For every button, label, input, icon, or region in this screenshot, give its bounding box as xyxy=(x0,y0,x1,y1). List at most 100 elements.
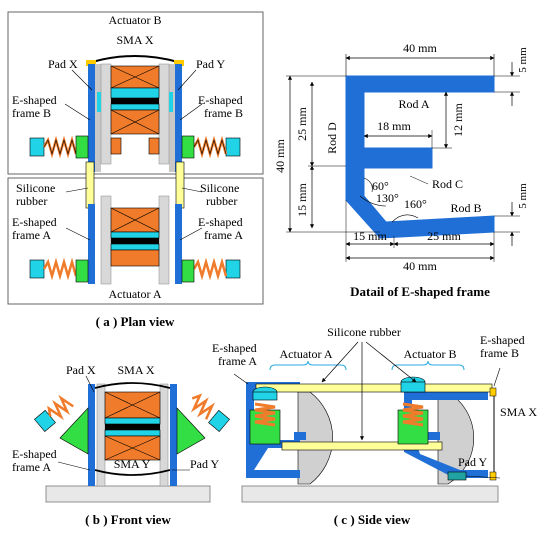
spring-a-left xyxy=(42,257,78,281)
label-silicone-right-2: rubber xyxy=(206,194,237,208)
frame-b-right-inner xyxy=(169,64,175,172)
label-frame-a-left-1: E-shaped xyxy=(12,215,57,229)
label-silicone-left-2: rubber xyxy=(16,194,47,208)
side-frame-a xyxy=(246,382,300,478)
frame-b-left-inner xyxy=(95,64,101,172)
side-sma-x-top xyxy=(489,387,497,397)
magnet-a xyxy=(111,238,159,244)
pad-y-marker xyxy=(169,92,173,112)
angle-160: 160° xyxy=(404,197,427,211)
side-label-frame-a-1: E-shaped xyxy=(212,341,257,355)
plate-b-left xyxy=(100,63,112,165)
front-label-frame-a-1: E-shaped xyxy=(12,447,57,461)
caption-detail: Datail of E-shaped frame xyxy=(350,284,490,299)
pad-y xyxy=(174,60,184,66)
pad-a-cyan-2 xyxy=(110,243,160,251)
dim-25-bottom: 25 mm xyxy=(427,229,461,243)
label-pad-x: Pad X xyxy=(48,57,78,71)
front-magnet xyxy=(105,424,160,430)
pad-b-cyan-2 xyxy=(110,103,160,111)
coil-b-small-right xyxy=(148,137,160,155)
pad-b-cyan xyxy=(110,87,160,99)
side-label-silicone: Silicone rubber xyxy=(327,325,401,339)
dim-15-left: 15 mm xyxy=(295,183,309,217)
front-green-right xyxy=(176,407,206,455)
spring-a-right xyxy=(192,257,228,281)
dim-40-bottom: 40 mm xyxy=(403,259,437,273)
front-label-pad-x: Pad X xyxy=(66,363,96,377)
spring-cap-b-left xyxy=(29,137,45,157)
side-frame-b xyxy=(404,392,488,478)
label-rod-a: Rod A xyxy=(398,97,429,111)
dim-40-left: 40 mm xyxy=(273,139,287,173)
e-frame-detail: 40 mm 5 mm Rod A Rod D 25 mm 40 mm 18 mm… xyxy=(273,41,529,299)
spring-block-b-right xyxy=(181,135,195,159)
label-rod-d: Rod D xyxy=(325,122,339,154)
front-base xyxy=(45,485,211,503)
side-label-frame-b-2: frame B xyxy=(480,346,519,360)
front-green-left xyxy=(59,407,89,455)
sma-x-wire xyxy=(91,55,179,63)
front-spring-cap-right xyxy=(208,409,230,432)
silicone-rubber-left xyxy=(85,161,95,209)
actuator-a-assembly xyxy=(29,195,241,285)
label-frame-b-right-2: frame B xyxy=(204,106,243,120)
coil-b-small-left xyxy=(110,137,122,155)
dim-15-bottom: 15 mm xyxy=(353,229,387,243)
side-disc-a xyxy=(297,391,333,485)
caption-side-view: ( c ) Side view xyxy=(334,512,411,527)
dim-25: 25 mm xyxy=(295,107,309,141)
front-sma-x xyxy=(94,382,171,389)
label-actuator-b: Actuator B xyxy=(109,13,162,27)
front-spring-left xyxy=(47,394,74,421)
front-label-pad-y: Pad Y xyxy=(190,457,220,471)
side-view: Silicone rubber E-shaped frame A Actuato… xyxy=(212,325,537,527)
frame-b-right-bar xyxy=(175,64,182,172)
front-pad-cyan-2 xyxy=(104,429,161,437)
caption-front-view: ( b ) Front view xyxy=(85,512,171,527)
label-frame-a-right-2: frame A xyxy=(204,228,243,242)
side-pad-y xyxy=(447,471,467,481)
caption-plan-view: ( a ) Plan view xyxy=(96,314,175,329)
dim-5-top: 5 mm xyxy=(517,47,529,73)
front-frame-right xyxy=(170,384,177,486)
label-silicone-right-1: Silicone xyxy=(200,181,239,195)
side-pad-small-b xyxy=(428,432,440,440)
dim-5-bottom: 5 mm xyxy=(517,183,529,209)
side-label-actuator-a: Actuator A xyxy=(280,347,333,361)
pad-x xyxy=(86,60,96,66)
spring-cap-a-right xyxy=(225,259,241,279)
label-silicone-left-1: Silicone xyxy=(16,181,55,195)
front-spring-cap-left xyxy=(34,409,56,432)
frame-b-left-bar xyxy=(88,64,95,172)
front-frame-left xyxy=(88,384,95,486)
front-view: Pad X SMA X E-shaped frame A SMA Y Pad Y… xyxy=(12,363,230,527)
side-silicone-bottom xyxy=(281,441,443,451)
spring-cap-a-left xyxy=(29,259,45,279)
actuator-b-assembly xyxy=(29,55,241,172)
silicone-rubber-right xyxy=(175,161,185,209)
pad-a-cyan xyxy=(110,231,160,239)
coil-a-bottom xyxy=(110,249,160,267)
label-actuator-a: Actuator A xyxy=(109,287,162,301)
frame-a-left-bar xyxy=(88,204,95,284)
side-spring-b xyxy=(402,402,424,427)
plan-view: Actuator B SMA X Pad X Pad Y E-shaped fr… xyxy=(7,11,264,329)
side-base xyxy=(241,485,499,503)
side-sma-x-bottom xyxy=(489,471,497,481)
side-label-pad-y: Pad Y xyxy=(458,455,488,469)
plate-a-right xyxy=(158,195,170,285)
spring-block-b-left xyxy=(75,135,89,159)
spring-block-a-right xyxy=(181,259,195,283)
front-sma-y xyxy=(94,469,171,476)
front-label-sma-y: SMA Y xyxy=(114,457,151,471)
plate-b-right xyxy=(158,63,170,165)
front-label-sma-x: SMA X xyxy=(117,363,154,377)
label-rod-c: Rod C xyxy=(432,177,463,191)
label-rod-b: Rod B xyxy=(450,201,481,215)
e-frame-shape xyxy=(345,75,495,239)
angle-60: 60° xyxy=(372,179,389,193)
label-frame-b-left-2: frame B xyxy=(12,106,51,120)
side-label-actuator-b: Actuator B xyxy=(404,347,457,361)
